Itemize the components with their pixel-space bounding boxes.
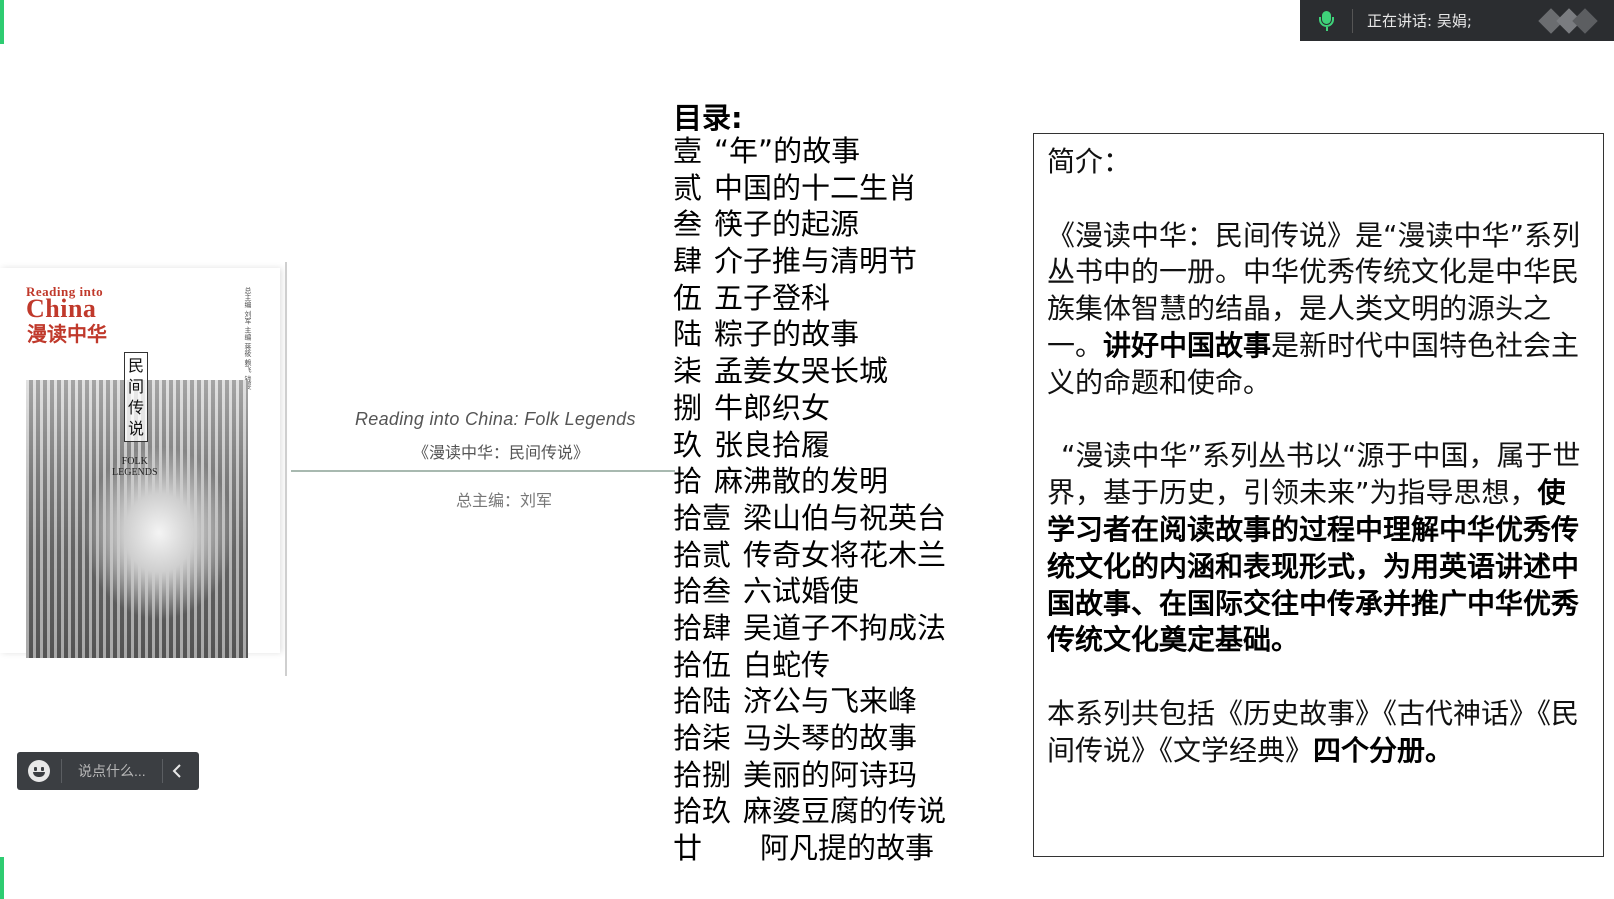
emoji-icon[interactable]	[28, 760, 50, 782]
toc-item: 拾捌美丽的阿诗玛	[673, 757, 973, 794]
book-title-en: Reading into China: Folk Legends	[355, 409, 636, 429]
toc-item-number: 拾柒	[673, 721, 732, 755]
book-info-divider	[291, 470, 675, 472]
cover-series-en-line1: Reading into	[26, 284, 104, 299]
toc-item-number: 陆	[673, 317, 703, 352]
intro-emphasis: 四个分册。	[1313, 733, 1454, 767]
toc-item-title: 吴道子不拘成法	[743, 610, 947, 645]
toc-item: 柒孟姜女哭长城	[673, 353, 973, 390]
book-title-cn: 《漫读中华：民间传说》	[413, 443, 590, 462]
left-accent-bar-bottom	[0, 857, 4, 899]
toc-item-title: 牛郎织女	[714, 390, 831, 425]
microphone-icon	[1316, 9, 1336, 33]
speaking-label: 正在讲话: 吴娟;	[1367, 12, 1472, 30]
toc-item-title: 筷子的起源	[714, 207, 860, 242]
toc-item-title: 孟姜女哭长城	[714, 354, 889, 389]
cover-divider	[285, 262, 287, 676]
cover-credits: 总主编 刘军 主编 蒋筱 赖飞 钱雯	[244, 287, 252, 390]
intro-paragraph-3: 本系列共包括《历史故事》《古代神话》《民间传说》《文学经典》四个分册。	[1047, 696, 1580, 767]
toc-item-number: 拾肆	[673, 610, 732, 645]
toc-item: 捌牛郎织女	[673, 390, 973, 427]
toc-item-title: 六试婚使	[743, 574, 860, 609]
toc-item: 壹 “年”的故事	[673, 133, 973, 170]
toc-item: 拾柒马头琴的故事	[673, 720, 973, 757]
intro-heading: 简介：	[1047, 145, 1132, 178]
toc-item-number: 拾陆	[673, 684, 732, 719]
toc-item-number: 拾伍	[673, 647, 732, 682]
toc-item-title: 梁山伯与祝英台	[743, 500, 947, 535]
toc-item: 廿 阿凡提的故事	[673, 830, 973, 867]
toc-item-number: 壹	[673, 134, 703, 168]
toc-item-title: 白蛇传	[743, 647, 831, 682]
toc-item: 拾麻沸散的发明	[673, 463, 973, 500]
book-editor: 总主编：刘军	[456, 491, 553, 510]
cover-volume-en: FOLK LEGENDS	[112, 456, 158, 478]
toc-item-number: 伍	[673, 280, 703, 315]
toc-item-number: 捌	[673, 390, 703, 425]
toc-item: 拾叁六试婚使	[673, 573, 973, 610]
toc-item-number: 贰	[673, 170, 703, 205]
toc-item: 肆介子推与清明节	[673, 243, 973, 280]
chevron-left-icon[interactable]	[163, 756, 191, 786]
cover-series-cn: 漫读中华	[27, 322, 107, 346]
toc-item: 陆粽子的故事	[673, 316, 973, 353]
toc-item-number: 拾贰	[673, 537, 732, 572]
app-logo-icon	[1538, 8, 1598, 34]
chat-input[interactable]	[78, 763, 154, 779]
toc-item: 玖张良拾履	[673, 427, 973, 464]
toc-item-title: 五子登科	[714, 280, 831, 315]
cover-volume-title: 民 间 传 说	[124, 352, 148, 442]
chat-separator	[61, 759, 62, 783]
toc-item-title: 阿凡提的故事	[760, 831, 935, 866]
toc-item-title: 中国的十二生肖	[714, 170, 918, 205]
toc-item: 叁筷子的起源	[673, 206, 973, 243]
toc-item: 拾玖麻婆豆腐的传说	[673, 793, 973, 830]
speaking-divider	[1352, 8, 1353, 33]
intro-paragraph-2: “漫读中华”系列丛书以“源于中国，属于世界，基于历史，引领未来”为指导思想，使学…	[1047, 439, 1581, 657]
toc-item-number: 拾叁	[673, 574, 732, 609]
chat-separator	[162, 759, 163, 783]
toc-item-title: 美丽的阿诗玛	[743, 757, 918, 792]
toc-item-number: 廿	[673, 831, 703, 866]
toc-item-number: 拾	[673, 464, 703, 499]
toc-item-number: 拾玖	[673, 794, 732, 829]
intro-emphasis: 讲好中国故事	[1103, 328, 1272, 362]
toc-item-number: 肆	[673, 244, 703, 279]
intro-paragraph-1: 《漫读中华：民间传说》是“漫读中华”系列丛书中的一册。中华优秀传统文化是中华民族…	[1047, 218, 1581, 399]
toc-item: 拾伍白蛇传	[673, 647, 973, 684]
toc-item-title: 济公与飞来峰	[743, 684, 918, 719]
toc-item-number: 叁	[673, 207, 703, 242]
toc-list: 壹 “年”的故事 贰中国的十二生肖 叁筷子的起源 肆介子推与清明节 伍五子登科 陆…	[673, 133, 973, 867]
toc-item-title: 张良拾履	[714, 427, 831, 462]
toc-item: 拾陆济公与飞来峰	[673, 683, 973, 720]
toc-item-title: 麻婆豆腐的传说	[743, 794, 947, 829]
intro-box: 简介： 《漫读中华：民间传说》是“漫读中华”系列丛书中的一册。中华优秀传统文化是…	[1033, 133, 1604, 857]
toc-item-title: 粽子的故事	[714, 317, 860, 352]
toc-item-number: 玖	[673, 427, 703, 462]
intro-emphasis: 使学习者在阅读故事的过程中理解中华优秀传统文化的内涵和表现形式，为用英语讲述中国…	[1047, 476, 1580, 657]
toc-item: 拾壹梁山伯与祝英台	[673, 500, 973, 537]
toc-item-title: 传奇女将花木兰	[743, 537, 947, 572]
toc-item-number: 拾壹	[673, 500, 732, 535]
toc-item-title: “年”的故事	[714, 134, 861, 168]
toc-item: 伍五子登科	[673, 280, 973, 317]
speaking-indicator: 正在讲话: 吴娟;	[1300, 0, 1614, 41]
left-accent-bar	[0, 0, 4, 44]
toc-item: 贰中国的十二生肖	[673, 170, 973, 207]
toc-item-title: 马头琴的故事	[743, 721, 918, 755]
toc-item-number: 柒	[673, 354, 703, 389]
toc-title: 目录:	[673, 101, 743, 135]
cover-series-en-line2: China	[26, 294, 97, 323]
toc-item-title: 介子推与清明节	[714, 244, 918, 279]
toc-item-title: 麻沸散的发明	[714, 464, 889, 499]
toc-item: 拾肆吴道子不拘成法	[673, 610, 973, 647]
toc-item-number: 拾捌	[673, 757, 732, 792]
toc-item: 拾贰传奇女将花木兰	[673, 537, 973, 574]
chat-bar	[17, 752, 199, 790]
